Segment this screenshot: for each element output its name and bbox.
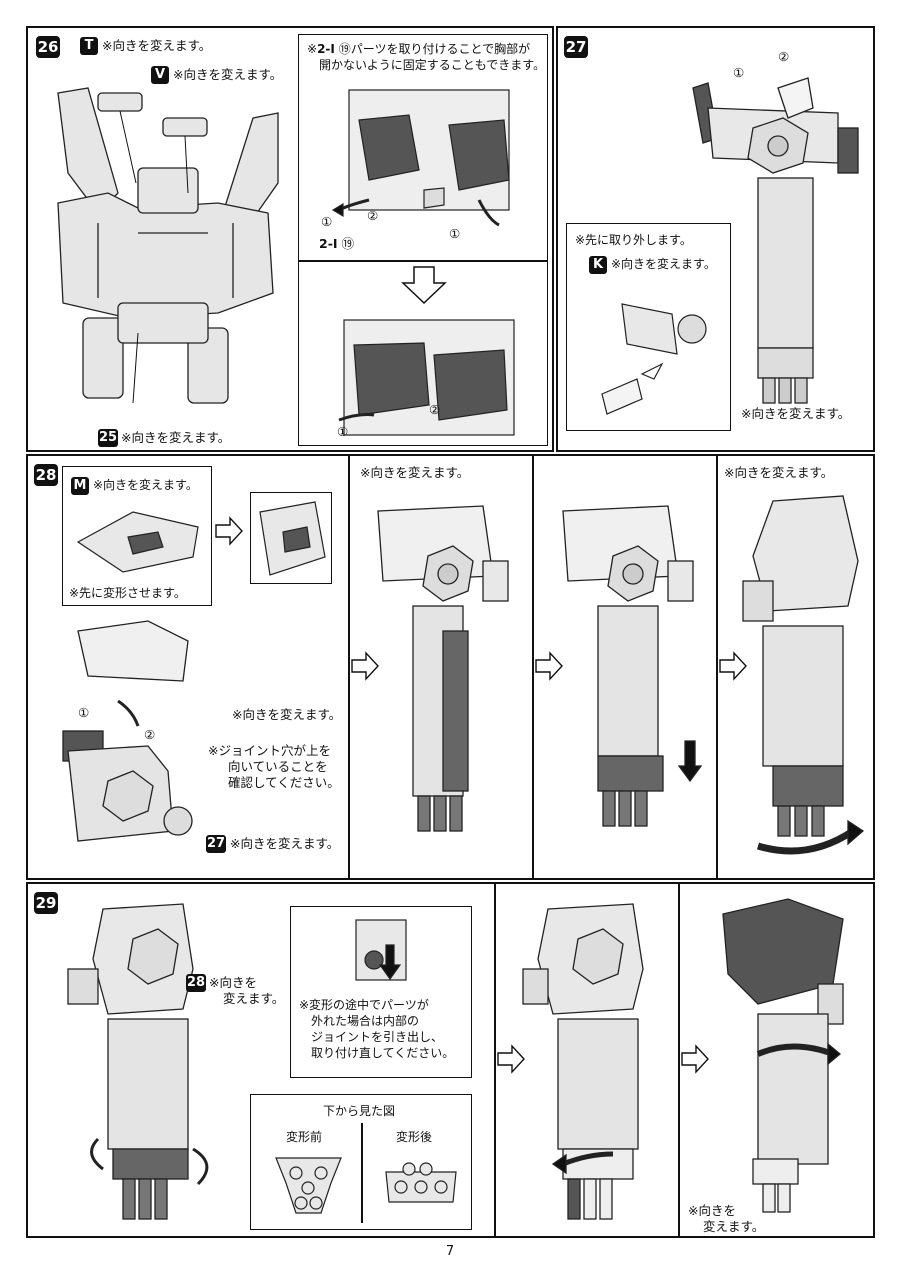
step-26-detail-box: ※2-I ⑲パーツを取り付けることで胸部が 開かないように固定することもできます… — [298, 34, 548, 446]
right-arrow-icon — [215, 516, 243, 546]
part-k-note: ※向きを変えます。 — [611, 257, 716, 271]
chest-open-illustration — [331, 89, 510, 227]
part-t-note: ※向きを変えます。 — [102, 38, 212, 53]
detail-note-ref: 2-I — [317, 42, 335, 56]
detail-arrow-1-right: ① — [449, 226, 461, 241]
step-28-panel: 28 M ※向きを変えます。 ※先に変形させます。 — [26, 454, 875, 880]
step28-divider-1 — [348, 456, 350, 880]
before-label: 変形前 — [286, 1130, 323, 1144]
step-29-panel: 29 28 ※向きを 変えます。 ※変形の途中でパーツが 外れた場合は内部の ジ — [26, 882, 875, 1238]
joint-note-2: 向いていることを — [228, 759, 328, 774]
joint-detail-illustration — [355, 919, 407, 981]
step28-arrow-2: ② — [144, 727, 156, 742]
page-number: 7 — [445, 1244, 455, 1259]
part-25-note: ※向きを変えます。 — [121, 430, 231, 445]
end-note-2: 変えます。 — [703, 1219, 765, 1234]
col4-note: ※向きを変えます。 — [724, 465, 834, 480]
detail-note-text1: パーツを取り付けることで胸部が — [350, 42, 531, 56]
step-27-number: 27 — [564, 36, 588, 58]
joint-note-1: ※ジョイント穴が上を — [208, 743, 331, 758]
end-note-1: ※向きを — [688, 1203, 736, 1218]
arm-unit-illustration — [692, 77, 859, 404]
step29-divider-2 — [678, 884, 680, 1238]
warn-line-3: ジョイントを引き出し、 — [311, 1030, 444, 1044]
step-28-post-box — [250, 492, 332, 584]
detail-note-circle: ⑲ — [338, 42, 351, 56]
detail-arrow-2: ② — [367, 208, 379, 223]
arm-stage-4-illustration — [522, 903, 644, 1220]
right-arrow-icon-6 — [681, 1044, 709, 1074]
detail-arrow-1-left: ① — [321, 214, 333, 229]
part-m-illustration — [76, 511, 199, 573]
cover-note: ※向きを変えます。 — [232, 707, 342, 722]
warn-line-2: 外れた場合は内部の — [311, 1014, 420, 1028]
right-arrow-icon-5 — [497, 1044, 525, 1074]
part-k-illustration — [601, 303, 707, 415]
after-label: 変形後 — [396, 1130, 433, 1144]
arm-stage-2-illustration — [562, 505, 703, 827]
callout-note: ※先に取り外します。 — [575, 233, 692, 247]
part-25-badge: 25 — [98, 429, 118, 447]
arm-rotate-illustration — [67, 903, 209, 1220]
part-28-note-1: ※向きを — [209, 975, 257, 990]
bottom-view-divider — [361, 1123, 363, 1223]
part-m-transformed-illustration — [259, 501, 326, 576]
part-v-note: ※向きを変えます。 — [173, 67, 283, 82]
step29-divider-1 — [494, 884, 496, 1238]
right-arrow-icon-4 — [719, 651, 747, 681]
warn-line-1: ※変形の途中でパーツが — [299, 998, 429, 1012]
right-arrow-icon-3 — [535, 651, 563, 681]
detail-note-prefix: ※ — [307, 42, 318, 56]
bottom-view-title: 下から見た図 — [323, 1104, 396, 1118]
warning-box: ※変形の途中でパーツが 外れた場合は内部の ジョイントを引き出し、 取り付け直し… — [290, 906, 472, 1078]
part-2i-ref: 2-I — [319, 236, 338, 251]
part-m-note: ※向きを変えます。 — [93, 478, 198, 492]
part-2i-label: 2-I ⑲ — [319, 235, 354, 252]
detail-divider — [299, 260, 547, 262]
chest-closed-illustration — [338, 319, 515, 436]
step28-divider-3 — [716, 456, 718, 880]
step-28-number: 28 — [34, 464, 58, 486]
step-29-number: 29 — [34, 892, 58, 914]
step-27-callout-box: ※先に取り外します。 K ※向きを変えます。 — [566, 223, 731, 431]
part-28-note-2: 変えます。 — [223, 991, 285, 1006]
detail-bottom-arrow-2: ② — [429, 402, 441, 417]
arm-stage-1-illustration — [377, 505, 509, 832]
part-m-badge: M — [71, 477, 89, 495]
down-arrow-icon — [401, 266, 447, 305]
step-26-panel: 26 T ※向きを変えます。 V ※向きを変えます。 25 ※向きを変えます。 — [26, 26, 554, 452]
part-v-badge: V — [151, 66, 169, 84]
step-27-panel: 27 ① ② ※先に取り外します。 K ※向きを変えます。 — [556, 26, 875, 452]
step28-divider-2 — [532, 456, 534, 880]
assembly-illustration — [62, 620, 193, 842]
after-bottom-illustration — [385, 1162, 457, 1203]
arm-final-illustration — [722, 898, 844, 1213]
detail-note-line1: ※2-I ⑲パーツを取り付けることで胸部が — [307, 41, 530, 58]
step-26-number: 26 — [36, 36, 60, 58]
step-28-pre-box: M ※向きを変えます。 ※先に変形させます。 — [62, 466, 212, 606]
step27-arrow-2: ② — [778, 49, 790, 64]
part-2i-circle: ⑲ — [341, 236, 355, 251]
detail-note-line2: 開かないように固定することもできます。 — [319, 58, 546, 72]
part-t-badge: T — [80, 37, 98, 55]
step27-bottom-note: ※向きを変えます。 — [741, 406, 851, 421]
part-k-badge: K — [589, 256, 607, 274]
arm-stage-3-illustration — [742, 495, 865, 855]
step27-arrow-1: ① — [733, 65, 745, 80]
step28-arrow-1: ① — [78, 705, 90, 720]
right-arrow-icon-2 — [351, 651, 379, 681]
before-bottom-illustration — [275, 1157, 342, 1214]
robot-torso-illustration — [57, 87, 279, 404]
warn-line-4: 取り付け直してください。 — [311, 1046, 455, 1060]
pre-note: ※先に変形させます。 — [69, 586, 186, 600]
col2-note: ※向きを変えます。 — [360, 465, 470, 480]
part-27-badge: 27 — [206, 835, 226, 853]
detail-bottom-arrow-1: ① — [337, 424, 349, 439]
bottom-view-box: 下から見た図 変形前 変形後 — [250, 1094, 472, 1230]
part-27-note: ※向きを変えます。 — [230, 836, 340, 851]
joint-note-3: 確認してください。 — [228, 775, 340, 790]
part-28-badge: 28 — [186, 974, 206, 992]
